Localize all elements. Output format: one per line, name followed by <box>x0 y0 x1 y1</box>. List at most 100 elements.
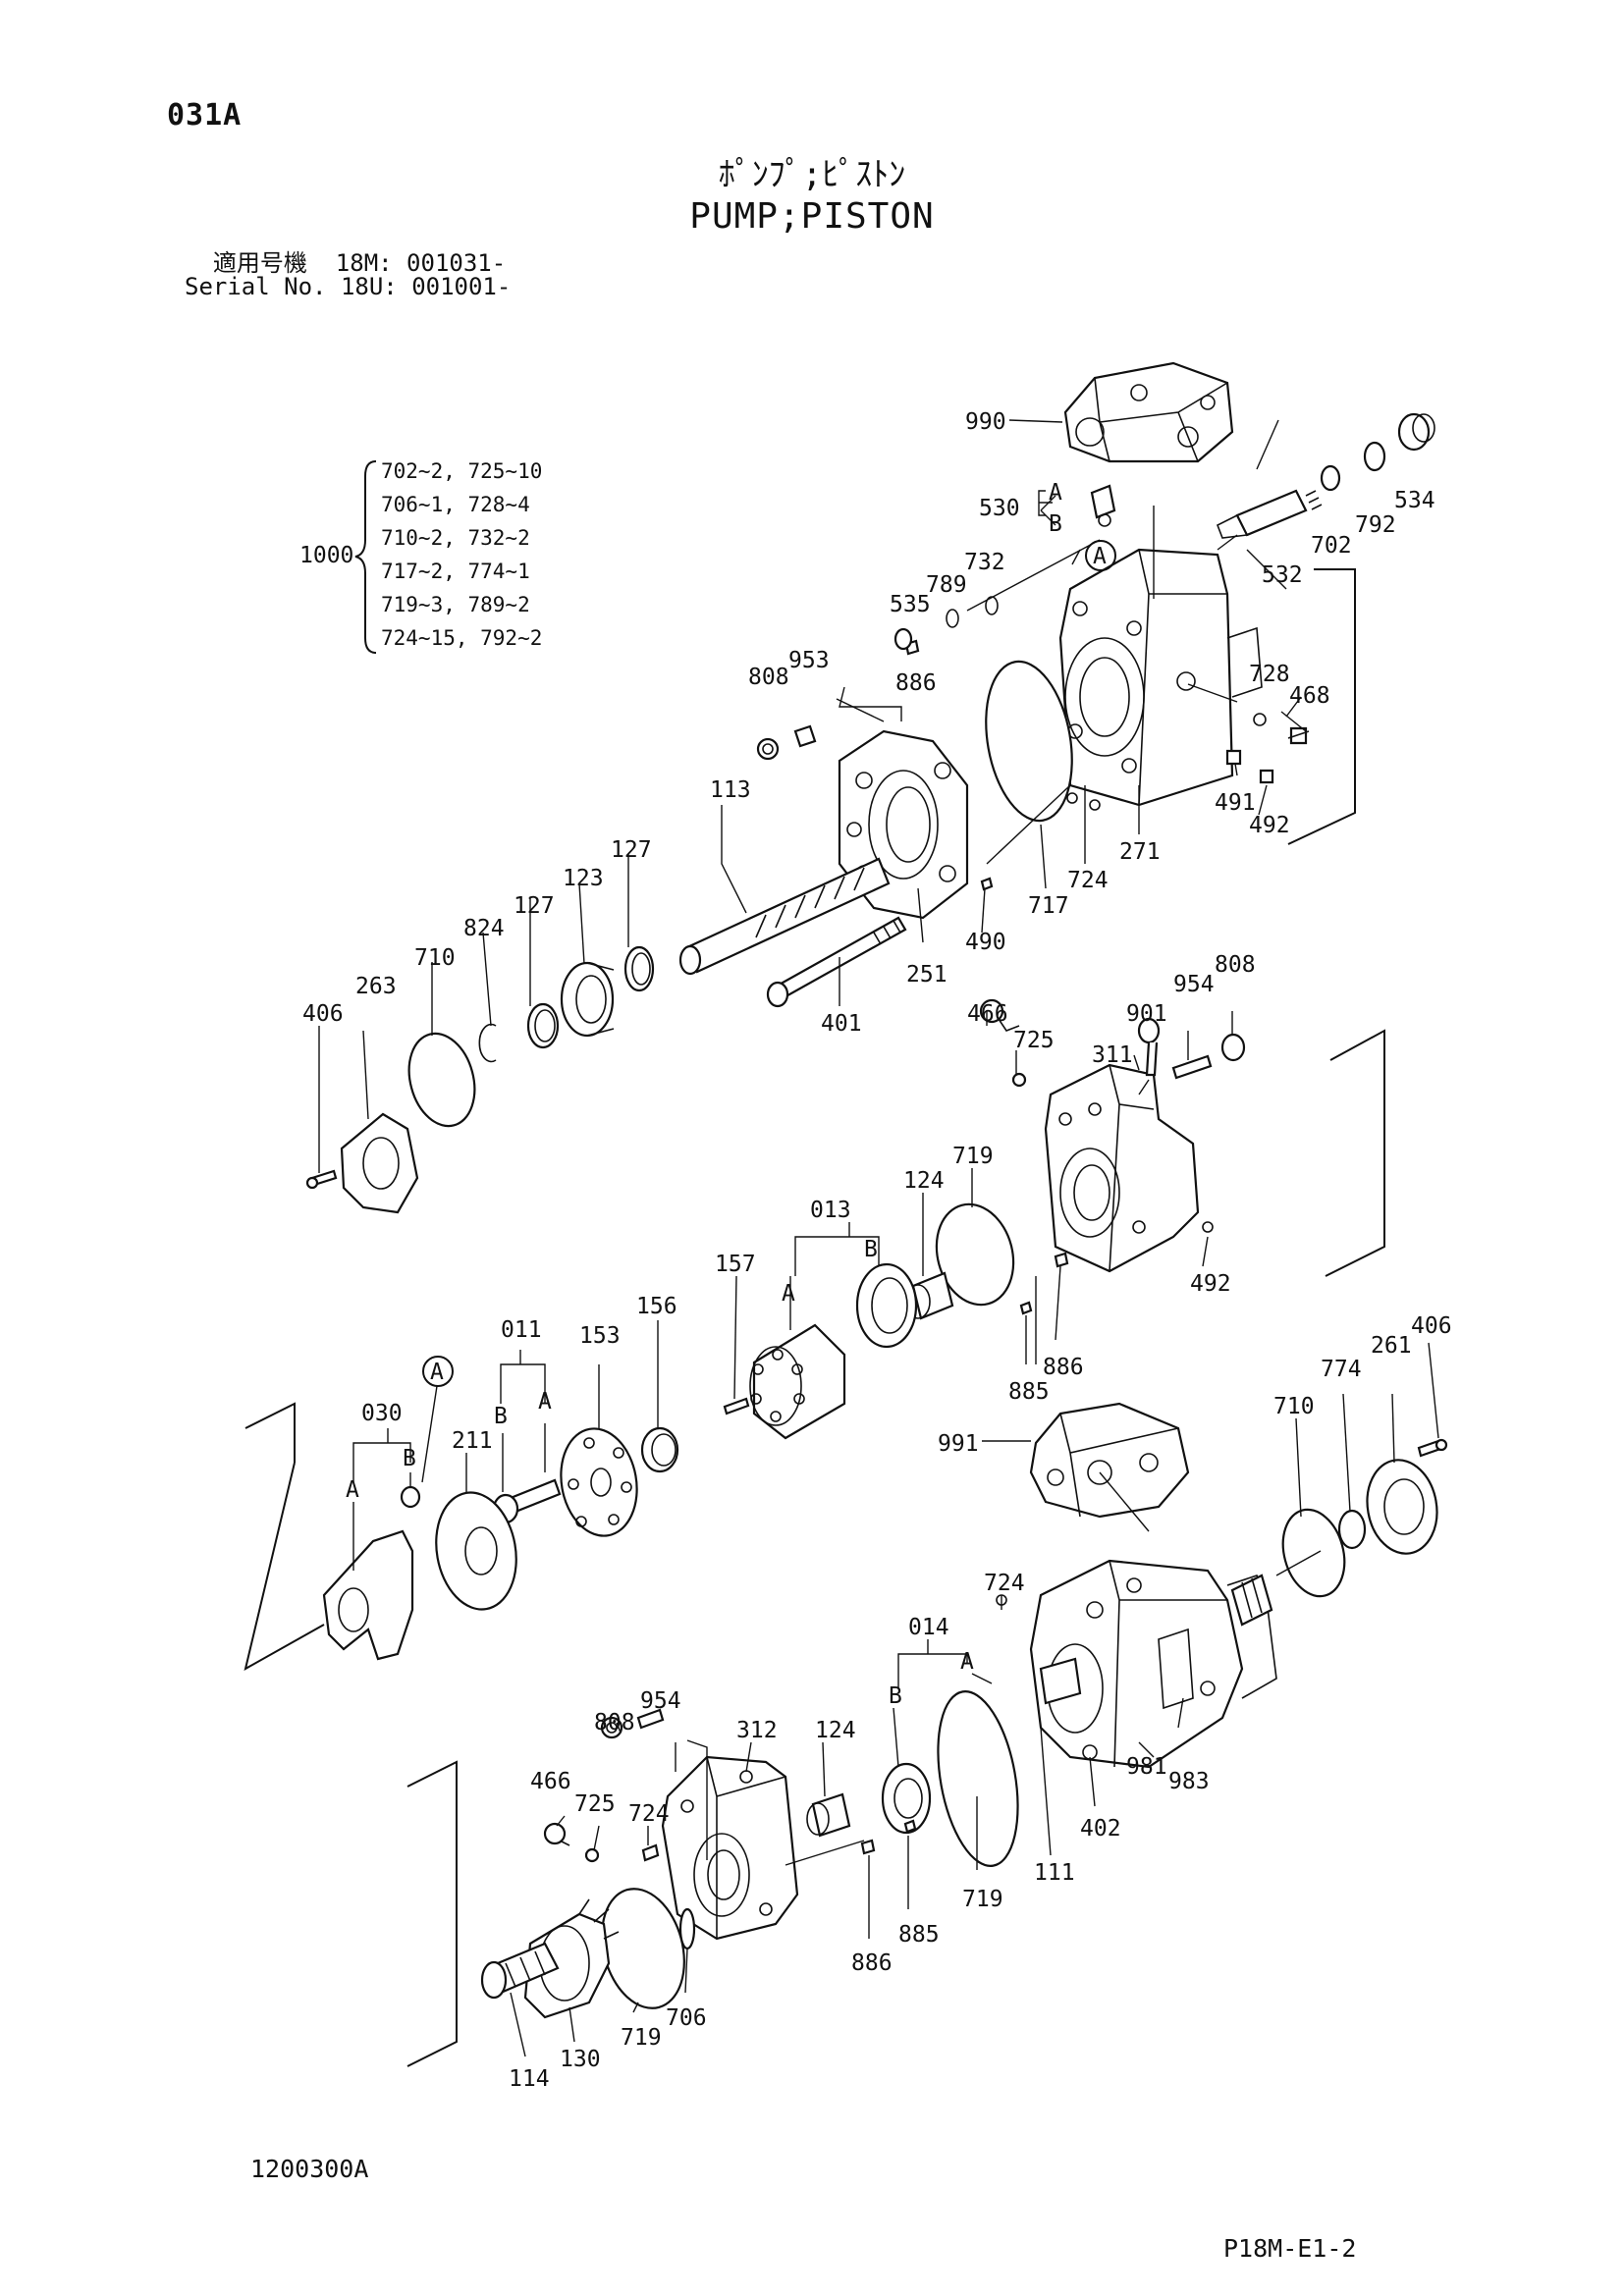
callout-719-a: 719 <box>952 1144 994 1169</box>
axis-line-9 <box>686 1739 708 1860</box>
ring-792 <box>1363 441 1386 472</box>
ref-circle-a-mid <box>422 1356 454 1387</box>
callout-530: 530 <box>979 496 1020 521</box>
callout-030: 030 <box>361 1401 403 1426</box>
callout-885-b: 885 <box>898 1922 940 1948</box>
callout-719-c: 719 <box>621 2025 662 2051</box>
callout-030-a: A <box>346 1477 359 1503</box>
bolt-406b <box>1417 1438 1448 1458</box>
callout-724-a: 724 <box>1067 868 1109 893</box>
callout-466-a: 466 <box>967 1001 1008 1027</box>
callout-312: 312 <box>736 1718 778 1743</box>
callout-011-a: A <box>538 1389 552 1415</box>
callout-492-a: 492 <box>1249 813 1290 838</box>
bearing-124a <box>905 1271 954 1320</box>
callout-717: 717 <box>1028 893 1069 919</box>
oring-719b <box>937 1690 1019 1867</box>
callout-530-b: B <box>1049 511 1062 537</box>
callout-702: 702 <box>1311 533 1352 559</box>
callout-156: 156 <box>636 1294 677 1319</box>
plug-532 <box>1216 489 1323 539</box>
oring-702 <box>1320 464 1341 492</box>
callout-725-b: 725 <box>574 1791 616 1817</box>
bolt-406a <box>305 1169 338 1190</box>
oring-710a <box>407 1032 476 1128</box>
callout-030-b: B <box>403 1446 416 1471</box>
callout-981: 981 <box>1126 1754 1167 1780</box>
callout-130: 130 <box>560 2047 601 2072</box>
shoe-030B <box>400 1485 421 1509</box>
oring-710b <box>1281 1508 1346 1598</box>
axis-line-8 <box>1275 1550 1322 1576</box>
callout-954-a: 954 <box>1173 972 1215 997</box>
callout-901: 901 <box>1126 1001 1167 1027</box>
cover-261 <box>1366 1459 1438 1555</box>
callout-808-a: 808 <box>748 665 789 690</box>
callout-789: 789 <box>926 572 967 598</box>
group-line-low <box>406 1760 458 2067</box>
bearing-123 <box>560 961 615 1038</box>
group-line-top <box>1287 568 1356 845</box>
callout-157: 157 <box>715 1252 756 1277</box>
callout-311: 311 <box>1092 1042 1133 1068</box>
page-code: 031A <box>167 98 243 133</box>
callout-263: 263 <box>355 974 397 999</box>
kit-line: 717~2, 774~1 <box>381 560 530 583</box>
callout-719-b: 719 <box>962 1887 1003 1912</box>
snapring-127b <box>526 1002 560 1049</box>
ring-824 <box>478 1023 497 1063</box>
callout-530-a: A <box>1049 480 1062 506</box>
casing-312 <box>661 1755 799 1941</box>
valve-530 <box>1090 484 1116 527</box>
callout-153: 153 <box>579 1323 621 1349</box>
plug-534 <box>1397 412 1435 452</box>
kit-line: 706~1, 728~4 <box>381 493 530 516</box>
callout-706: 706 <box>666 2005 707 2031</box>
callout-724-c: 724 <box>628 1801 670 1827</box>
callout-014-a: A <box>960 1649 974 1675</box>
callout-886-b: 886 <box>1043 1355 1084 1380</box>
document-code: 1200300A <box>250 2155 369 2183</box>
retainer-153 <box>560 1427 638 1537</box>
swash-plate-030 <box>322 1529 414 1661</box>
callout-011-b: B <box>494 1404 508 1429</box>
kit-line: 719~3, 789~2 <box>381 593 530 616</box>
callout-468: 468 <box>1289 683 1330 709</box>
callout-532: 532 <box>1262 562 1303 588</box>
callout-127-a: 127 <box>611 837 652 863</box>
small-parts-top <box>756 596 1310 891</box>
callout-014: 014 <box>908 1615 949 1640</box>
shaft-end-111 <box>1230 1574 1273 1627</box>
callout-991: 991 <box>938 1431 979 1457</box>
ref-circle-a-top <box>1085 540 1116 571</box>
callout-710-a: 710 <box>414 945 456 971</box>
regulator-991 <box>1029 1402 1190 1519</box>
cover-263 <box>340 1112 419 1214</box>
callout-535: 535 <box>890 592 931 617</box>
kit-line: 710~2, 732~2 <box>381 526 530 550</box>
coupling-114 <box>480 1942 560 2000</box>
valve-plate-013 <box>855 1262 918 1349</box>
group-line-mid <box>1325 1029 1385 1277</box>
callout-011: 011 <box>501 1317 542 1343</box>
callout-534: 534 <box>1394 488 1435 513</box>
callout-732: 732 <box>964 550 1005 575</box>
callout-113: 113 <box>710 777 751 803</box>
regulator-990 <box>1063 361 1234 463</box>
ring-774 <box>1337 1509 1367 1550</box>
callout-466-b: 466 <box>530 1769 571 1794</box>
callout-014-b: B <box>889 1683 902 1709</box>
callout-728: 728 <box>1249 662 1290 687</box>
axis-line-1 <box>986 784 1071 865</box>
serial-line-1: 適用号機 18M: 001031- <box>185 249 507 277</box>
pump-assembly <box>1029 1559 1277 1769</box>
sheet-code: P18M-E1-2 <box>1223 2234 1357 2263</box>
bearing-124b <box>806 1792 851 1838</box>
callout-491: 491 <box>1215 790 1256 816</box>
callout-406-b: 406 <box>1411 1313 1452 1339</box>
callout-824: 824 <box>463 916 505 941</box>
callout-725-a: 725 <box>1013 1028 1055 1053</box>
callout-808-c: 808 <box>594 1710 635 1735</box>
callout-211: 211 <box>452 1428 493 1454</box>
leader-lines <box>318 419 1439 2057</box>
